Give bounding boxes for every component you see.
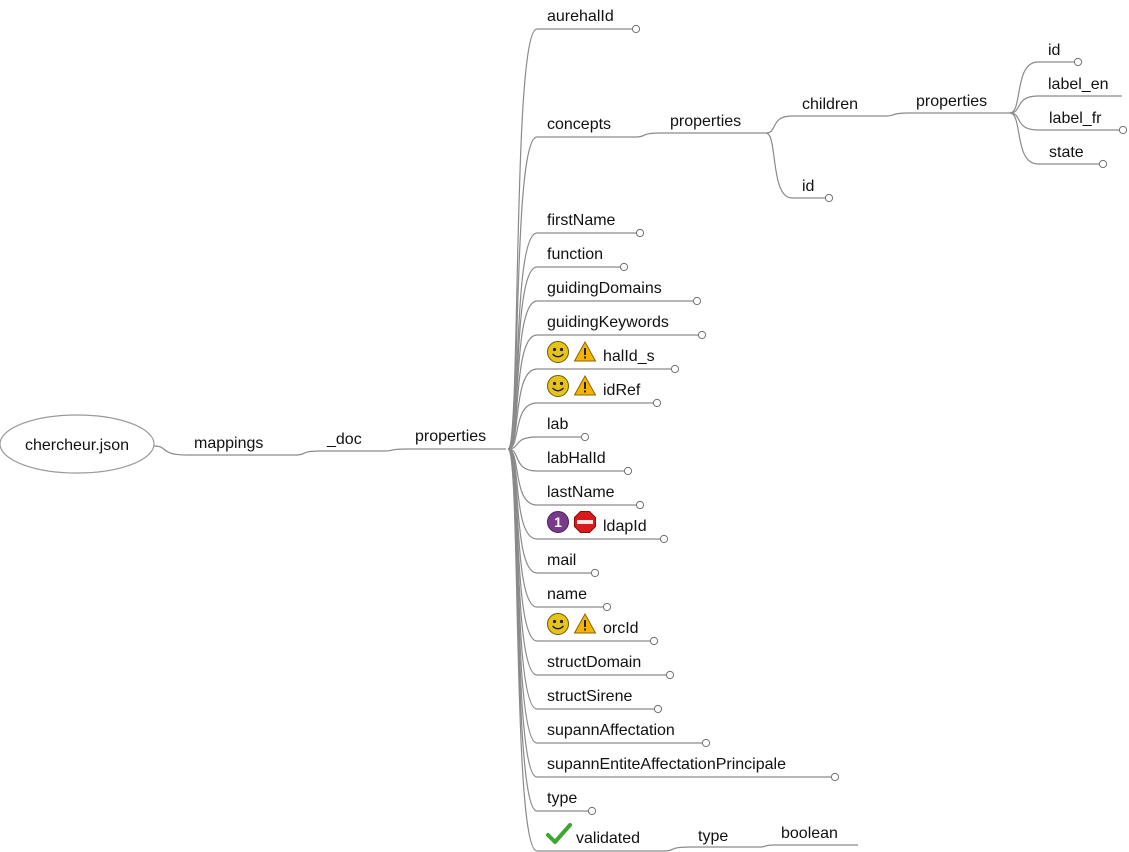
field-firstName[interactable]: firstName [547, 212, 616, 229]
field-guidingDomains[interactable]: guidingDomains [547, 280, 662, 297]
field-connector-firstName [507, 232, 538, 450]
field-lastName[interactable]: lastName [547, 484, 615, 501]
field-connector-structDomain [507, 448, 538, 676]
concepts-id-node[interactable]: id [802, 178, 814, 195]
field-lab-expand-handle[interactable] [580, 432, 590, 442]
field-idRef-expand-handle[interactable] [652, 398, 662, 408]
children-field-id-expand-handle[interactable] [1073, 57, 1083, 67]
children-field-connector-label_en [1009, 95, 1039, 114]
field-firstName-expand-handle[interactable] [635, 228, 645, 238]
properties-to-children-line [765, 115, 793, 134]
field-connector-lab [507, 436, 538, 450]
priority-1-icon: 1 [547, 511, 569, 533]
field-structSirene[interactable]: structSirene [547, 688, 632, 705]
smiley-icon [547, 375, 569, 397]
field-function-expand-handle[interactable] [619, 262, 629, 272]
children-properties-node[interactable]: properties [916, 93, 987, 110]
field-halId_s-expand-handle[interactable] [670, 364, 680, 374]
type-to-boolean-line [759, 844, 775, 848]
concepts-properties-node[interactable]: properties [670, 113, 741, 130]
field-type-expand-handle[interactable] [587, 806, 597, 816]
field-ldapId-expand-handle[interactable] [659, 534, 669, 544]
children-field-id[interactable]: id [1048, 42, 1060, 59]
field-structDomain[interactable]: structDomain [547, 654, 641, 671]
connector-lines [153, 24, 1128, 852]
field-connector-idRef [507, 402, 538, 450]
mappings-to-doc-line [295, 450, 321, 456]
field-orcId-expand-handle[interactable] [649, 636, 659, 646]
field-name-expand-handle[interactable] [602, 602, 612, 612]
root-to-mappings-line [153, 445, 189, 456]
properties-to-id-line [765, 132, 793, 199]
field-connector-supannEntiteAffectationPrincipale [507, 448, 538, 778]
concepts-id-expand-handle[interactable] [824, 193, 834, 203]
field-supannAffectation[interactable]: supannAffectation [547, 722, 675, 739]
field-guidingKeywords-expand-handle[interactable] [697, 330, 707, 340]
stop-icon [574, 511, 596, 533]
doc-node[interactable]: _doc [326, 431, 362, 448]
field-validated[interactable]: validated [576, 830, 640, 847]
root-node-label: chercheur.json [25, 437, 129, 454]
properties-node[interactable]: properties [415, 428, 486, 445]
mappings-node[interactable]: mappings [194, 435, 263, 452]
field-aurehalId[interactable]: aurehalId [547, 8, 614, 25]
field-connector-guidingKeywords [507, 334, 538, 450]
field-idRef[interactable]: idRef [603, 382, 641, 399]
smiley-icon [547, 613, 569, 635]
field-connector-concepts [507, 136, 538, 450]
field-orcId[interactable]: orcId [603, 620, 639, 637]
field-supannAffectation-expand-handle[interactable] [701, 738, 711, 748]
field-concepts[interactable]: concepts [547, 116, 611, 133]
field-type[interactable]: type [547, 790, 577, 807]
field-halId_s[interactable]: halId_s [603, 348, 655, 365]
field-supannEntiteAffectationPrincipale[interactable]: supannEntiteAffectationPrincipale [547, 756, 786, 773]
field-connector-structSirene [507, 448, 538, 710]
concepts-to-properties-line [635, 132, 661, 138]
children-field-label-fr[interactable]: label_fr [1049, 110, 1102, 127]
validated-boolean-node[interactable]: boolean [781, 825, 838, 842]
children-field-label_fr-expand-handle[interactable] [1118, 125, 1128, 135]
doc-to-properties-line [383, 448, 409, 452]
children-field-state[interactable]: state [1049, 144, 1084, 161]
field-guidingDomains-expand-handle[interactable] [692, 296, 702, 306]
children-field-state-expand-handle[interactable] [1098, 159, 1108, 169]
field-list: aurehalId concepts firstName function guidin… [546, 8, 786, 847]
field-function[interactable]: function [547, 246, 603, 263]
root-node[interactable]: chercheur.json [0, 414, 155, 474]
field-structSirene-expand-handle[interactable] [653, 704, 663, 714]
field-supannEntiteAffectationPrincipale-expand-handle[interactable] [830, 772, 840, 782]
field-labHalId-expand-handle[interactable] [623, 466, 633, 476]
field-lab[interactable]: lab [547, 416, 568, 433]
field-mail-expand-handle[interactable] [590, 568, 600, 578]
field-guidingKeywords[interactable]: guidingKeywords [547, 314, 669, 331]
field-lastName-expand-handle[interactable] [635, 500, 645, 510]
concepts-children-node[interactable]: children [802, 96, 858, 113]
children-to-properties-line [885, 112, 909, 117]
field-connector-validated [507, 448, 538, 852]
field-name[interactable]: name [547, 586, 587, 603]
svg-text:1: 1 [554, 514, 562, 530]
field-mail[interactable]: mail [547, 552, 576, 569]
children-field-label-en[interactable]: label_en [1048, 76, 1109, 93]
children-field-connector-id [1009, 61, 1039, 114]
warning-icon [573, 340, 597, 362]
field-connector-halId_s [507, 368, 538, 450]
field-aurehalId-expand-handle[interactable] [631, 24, 641, 34]
smiley-icon [547, 341, 569, 363]
children-field-connector-state [1009, 112, 1039, 165]
checkmark-icon [546, 823, 572, 844]
validated-to-type-line [663, 846, 691, 852]
warning-icon [573, 612, 597, 634]
validated-type-node[interactable]: type [698, 828, 728, 845]
field-structDomain-expand-handle[interactable] [665, 670, 675, 680]
field-labHalId[interactable]: labHalId [547, 450, 606, 467]
warning-icon [573, 374, 597, 396]
field-ldapId[interactable]: ldapId [603, 518, 647, 535]
